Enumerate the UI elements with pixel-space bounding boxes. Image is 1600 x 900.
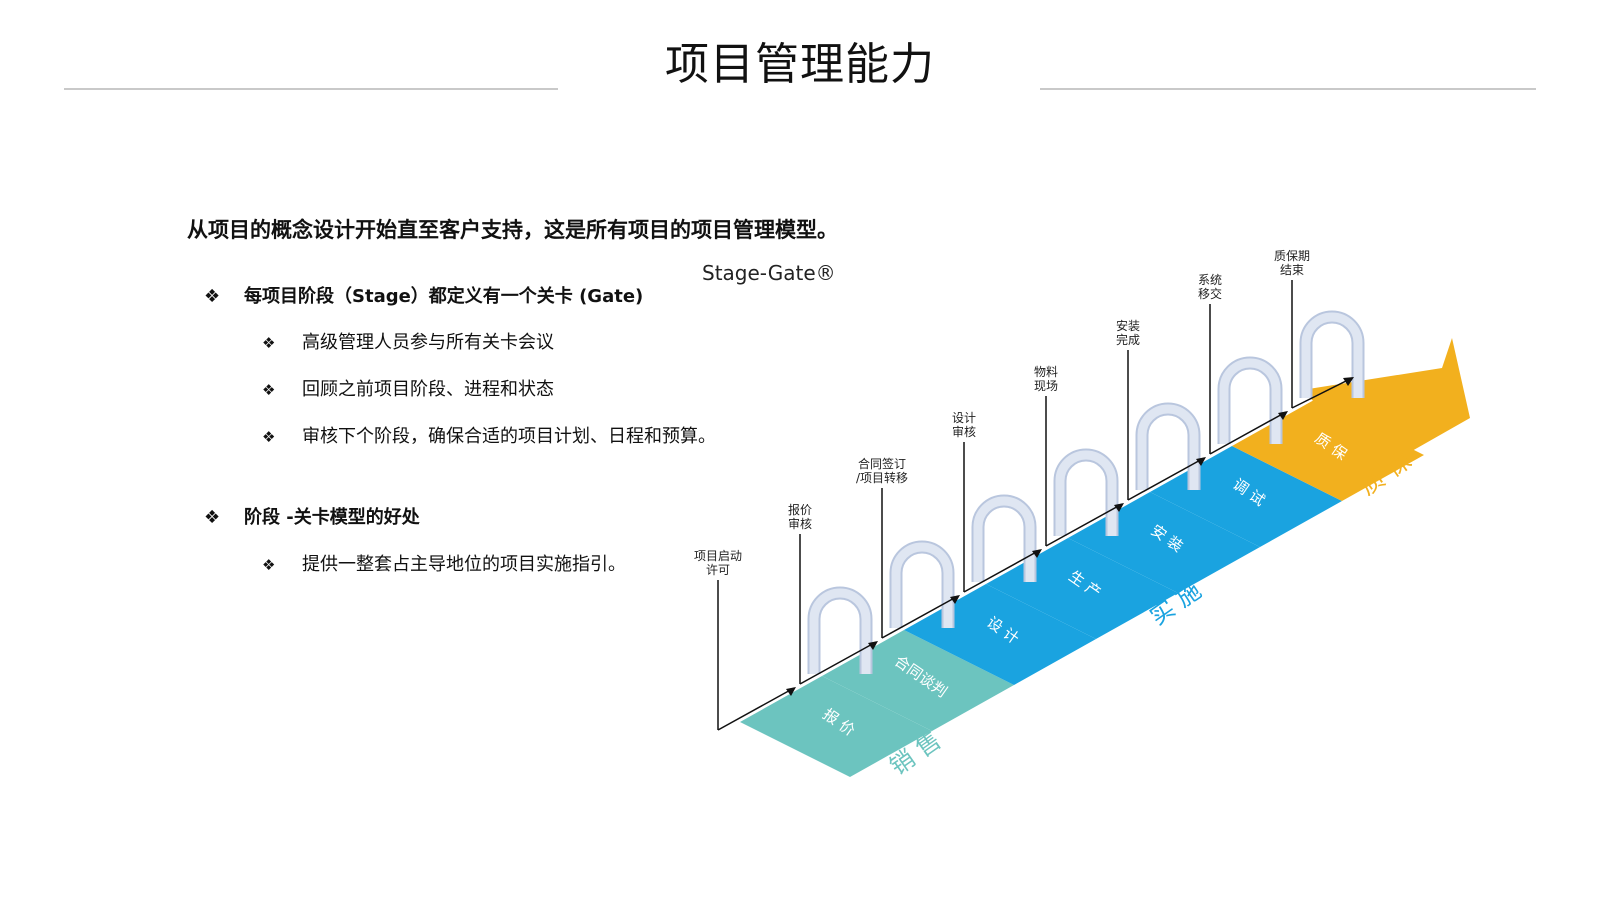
bullet-icon: ❖ (262, 428, 276, 446)
list-item-text: 提供一整套占主导地位的项目实施指引。 (302, 554, 626, 575)
arrowhead-icon (868, 641, 878, 650)
list-item: ❖ 审核下个阶段，确保合适的项目计划、日程和预算。 (262, 422, 716, 448)
gate-progress-arrow (1045, 503, 1123, 547)
gate-label-line1: 合同签订 (858, 456, 906, 471)
gate-arch (1301, 312, 1363, 398)
warranty-arrow (1302, 338, 1470, 468)
arrowhead-icon (1278, 411, 1288, 420)
arrowhead-icon (950, 595, 960, 604)
section-heading-benefits: ❖ 阶段 -关卡模型的好处 (204, 503, 420, 529)
list-item: ❖ 高级管理人员参与所有关卡会议 (262, 328, 554, 354)
gate-progress-arrow (881, 595, 959, 639)
gate-label-line2: 移交 (1198, 286, 1222, 301)
arrowhead-icon (786, 687, 796, 696)
gate-label-line2: 许可 (706, 563, 730, 577)
bullet-icon: ❖ (262, 334, 276, 352)
gate-label-line1: 设计 (952, 411, 976, 425)
arrowhead-icon (1196, 457, 1206, 466)
gate-progress-arrow (1291, 377, 1353, 409)
gate-label-line2: 完成 (1116, 332, 1140, 347)
gate-label-line1: 安装 (1116, 318, 1140, 333)
title-rule-right (1040, 88, 1536, 90)
bullet-icon: ❖ (204, 286, 221, 307)
stage-tile: 报 价 (740, 676, 932, 777)
gate-arch (1055, 450, 1117, 536)
gate-label-line1: 报价 (788, 502, 812, 517)
gate-arch (809, 588, 871, 674)
gate-label-line1: 物料 (1034, 365, 1058, 379)
gate-progress-arrow (1209, 411, 1287, 455)
stage-tile-shape (740, 676, 932, 777)
gate-label-line2: 结束 (1280, 263, 1304, 277)
gate-label-line1: 系统 (1198, 273, 1222, 287)
bullet-icon: ❖ (262, 381, 276, 399)
gate-progress-arrow (1127, 457, 1205, 501)
gate: 合同签订/项目转移 (856, 456, 960, 639)
section-heading-stage-gate: ❖ 每项目阶段（Stage）都定义有一个关卡 (Gate) (204, 282, 643, 308)
list-item: ❖ 提供一整套占主导地位的项目实施指引。 (262, 550, 626, 576)
section-heading-text: 每项目阶段（Stage）都定义有一个关卡 (Gate) (244, 286, 644, 307)
gate-label-line2: 审核 (952, 424, 976, 439)
section-heading-text: 阶段 -关卡模型的好处 (244, 507, 420, 528)
gate-label-line2: 现场 (1034, 379, 1058, 393)
gate-label-line1: 项目启动 (694, 549, 742, 563)
gate-label-line2: 审核 (788, 516, 812, 531)
lead-text: 从项目的概念设计开始直至客户支持，这是所有项目的项目管理模型。 (187, 218, 838, 242)
title-rule-left (64, 88, 558, 90)
arrowhead-icon (1343, 377, 1354, 386)
list-item-text: 高级管理人员参与所有关卡会议 (302, 332, 554, 353)
arrowhead-icon (1114, 503, 1124, 512)
gate-arch (1137, 404, 1199, 490)
gate-progress-arrow (963, 549, 1041, 593)
bullet-icon: ❖ (262, 556, 276, 574)
list-item-text: 审核下个阶段，确保合适的项目计划、日程和预算。 (302, 426, 716, 447)
list-item: ❖ 回顾之前项目阶段、进程和状态 (262, 375, 554, 401)
list-item-text: 回顾之前项目阶段、进程和状态 (302, 379, 554, 400)
stage-gate-brand: Stage-Gate® (702, 261, 836, 285)
gate-arch (1219, 358, 1281, 444)
gate-label-line1: 质保期 (1274, 249, 1310, 263)
arrowhead-icon (1032, 549, 1042, 558)
gate-label-line2: /项目转移 (856, 470, 908, 485)
warranty-arrow-shape (1302, 338, 1470, 468)
gate-arch (973, 496, 1035, 582)
gate-progress-arrow (717, 687, 795, 731)
gate-arch (891, 542, 953, 628)
gate-progress-arrow (799, 641, 877, 685)
bullet-icon: ❖ (204, 507, 221, 528)
page-title: 项目管理能力 (665, 39, 935, 90)
